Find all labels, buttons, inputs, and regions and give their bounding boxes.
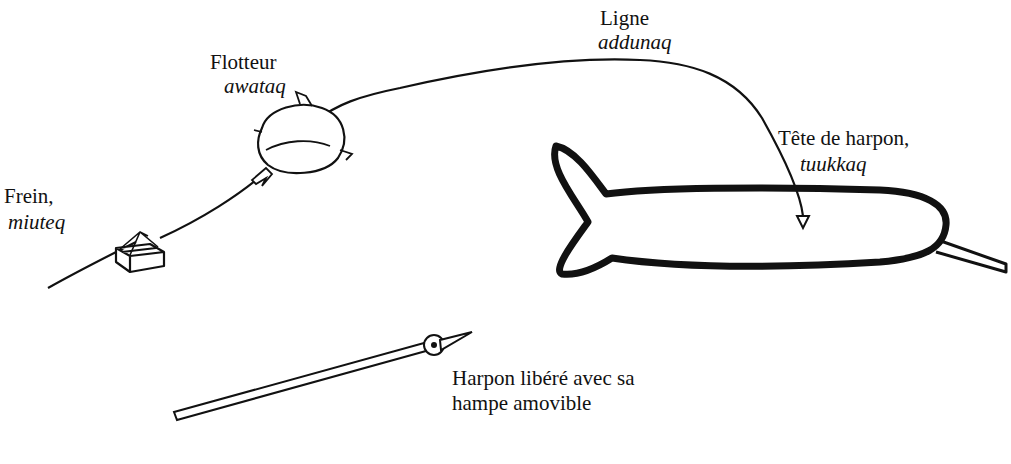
inuit-term: miuteq — [8, 210, 65, 235]
harpoon-head — [797, 216, 809, 228]
part-name: Ligne — [600, 6, 649, 31]
drag-box-miuteq — [116, 244, 164, 272]
inuit-term: tuukkaq — [800, 152, 866, 177]
part-name: Frein, — [4, 184, 54, 209]
narwhal-outline — [555, 146, 947, 274]
harpoon-ring — [431, 342, 437, 348]
inuit-term: addunaq — [598, 30, 672, 55]
harpoon-point — [440, 332, 472, 350]
harpoon-line — [48, 170, 268, 288]
harpoon-shaft — [174, 343, 426, 420]
float-tie — [252, 168, 272, 186]
float-seam — [254, 92, 352, 160]
drag-bridle — [120, 232, 158, 255]
part-name: Tête de harpon, — [778, 126, 909, 151]
harpoon-line — [318, 59, 803, 216]
inuit-term: awataq — [224, 74, 286, 99]
part-name: Flotteur — [210, 50, 277, 75]
part-name: Harpon libéré avec sa hampe amovible — [452, 366, 642, 416]
narwhal-tusk — [936, 240, 1006, 272]
float-awataq — [258, 105, 344, 173]
